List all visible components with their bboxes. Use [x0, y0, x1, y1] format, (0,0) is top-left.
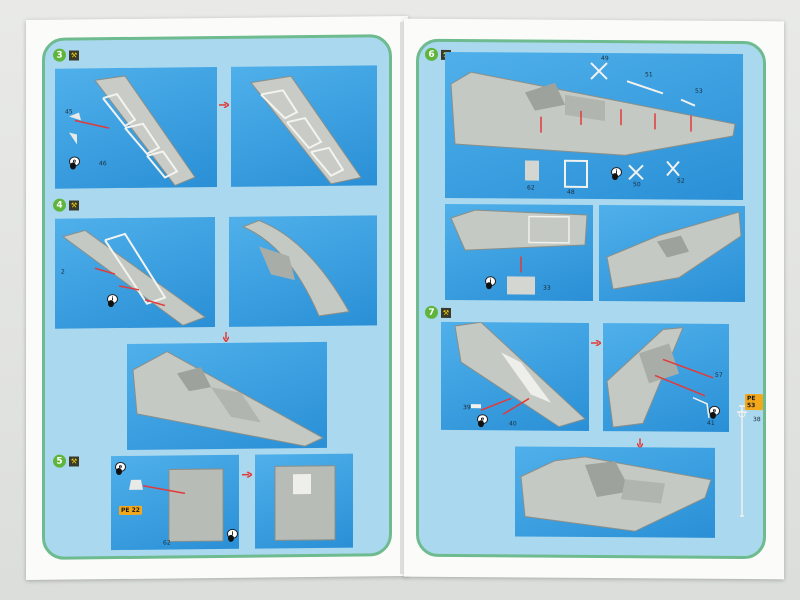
step-3-panel-b: [231, 65, 377, 187]
hammer-icon: ⚒: [69, 49, 79, 61]
fuselage-completed-illustration: [520, 456, 712, 532]
glue-e-icon: e: [477, 414, 488, 428]
glue-i-icon: i: [107, 294, 118, 308]
step-5-panel-b: [255, 453, 353, 549]
step-4-header: 4 ⚒: [53, 198, 79, 212]
part-number-48: 48: [567, 188, 575, 196]
fuselage-half-illustration: [61, 229, 207, 326]
floor-panel-assembled-illustration: [274, 465, 336, 541]
step-4-panel-b: [229, 215, 377, 327]
step-6-number: 6: [425, 47, 438, 61]
cockpit-frame-assembled-illustration: [250, 75, 362, 185]
part-number-62: 62: [163, 539, 171, 547]
step-5-header: 5 ⚒: [53, 454, 79, 468]
right-instruction-frame: 6 ⚒: [416, 38, 766, 560]
part-number-50: 50: [633, 181, 641, 189]
step-3-number: 3: [53, 48, 66, 62]
red-arrow-down-icon: [222, 329, 230, 344]
part-number-51: 51: [645, 71, 653, 79]
cockpit-detail-illustration: [606, 327, 714, 428]
step-7-number: 7: [425, 305, 438, 319]
left-instruction-frame: 3 ⚒ 45 46 e: [42, 34, 392, 560]
part-number-57: 57: [715, 371, 723, 379]
floor-panel-illustration: [129, 468, 224, 543]
red-arrow-right-icon: [219, 95, 231, 109]
hammer-icon: ⚒: [69, 455, 79, 467]
step-5-panel-a: e PE 22 62 i: [111, 454, 239, 551]
glue-e-icon: e: [709, 405, 720, 419]
part-number-45: 45: [65, 108, 73, 116]
glue-j-icon: j: [611, 167, 622, 181]
step-7-panel-b: 57 41 e: [603, 323, 729, 432]
part-number-40: 40: [509, 420, 517, 428]
left-page: 3 ⚒ 45 46 e: [26, 15, 408, 581]
fuselage-with-cockpit-illustration: [132, 350, 325, 447]
glue-i-icon: i: [227, 528, 238, 542]
step-7-panel-a: 39 40 e: [441, 321, 589, 431]
step-5-number: 5: [53, 454, 66, 468]
red-arrow-down-icon: [636, 435, 644, 450]
glue-e-icon: e: [115, 461, 126, 476]
part-number-41: 41: [707, 419, 715, 427]
part-number-2: 2: [61, 268, 65, 276]
red-arrow-right-icon: [242, 465, 254, 479]
photo-etch-part-illustration: [735, 404, 749, 522]
fuselage-interior-step7-illustration: [454, 321, 586, 428]
step-3-panel-a: 45 46 e: [55, 67, 217, 189]
part-number-39: 39: [463, 404, 471, 412]
part-number-46: 46: [99, 160, 107, 168]
step-7-header: 7 ⚒: [425, 305, 451, 319]
fuselage-with-struts-illustration: [450, 209, 588, 295]
part-number-52: 52: [677, 177, 685, 185]
part-number-49: 49: [601, 55, 609, 63]
part-number-33: 33: [543, 284, 551, 292]
step-4-number: 4: [53, 198, 66, 212]
glue-j-icon: j: [485, 276, 496, 290]
step-6-panel-result-b: [599, 205, 745, 303]
part-number-38: 38: [753, 416, 761, 424]
fuselage-side-assembled-illustration: [606, 211, 742, 290]
fuselage-interior-illustration: [241, 220, 350, 317]
fuselage-side-with-struts-illustration: [450, 62, 736, 188]
glue-e-icon: e: [69, 156, 80, 170]
step-3-header: 3 ⚒: [53, 48, 79, 62]
step-6-panel: 49 51 53 62 48 50 52 j: [445, 51, 743, 201]
step-7-panel-result: [515, 446, 715, 538]
part-number-53: 53: [695, 87, 703, 95]
step-6-panel-result-a: j 33: [445, 203, 593, 301]
right-page: 6 ⚒: [404, 18, 784, 580]
step-4-panel-result: [127, 341, 327, 450]
part-number-62: 62: [527, 184, 535, 192]
pe-part-badge: PE 22: [119, 505, 142, 516]
red-arrow-right-icon: [591, 333, 603, 347]
hammer-icon: ⚒: [441, 307, 451, 318]
hammer-icon: ⚒: [69, 199, 79, 211]
cockpit-frame-illustration: [69, 75, 196, 187]
step-4-panel-a: 2 i: [55, 217, 215, 329]
